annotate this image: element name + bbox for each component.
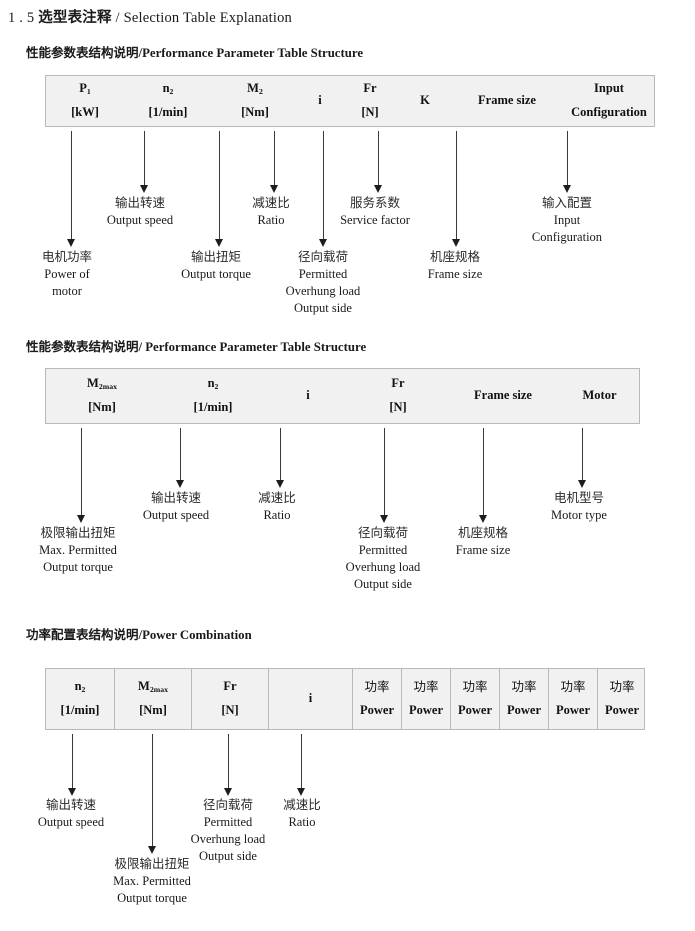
arrow-to-motor-type <box>578 428 587 488</box>
table-column-power-6: 功率 Power <box>597 669 646 729</box>
section-number: 1 . 5 <box>8 10 35 26</box>
annotation-output-speed: 输出转速 Output speed <box>142 490 210 522</box>
table-column-i: i <box>268 669 352 729</box>
table-column-fr: Fr [N] <box>191 669 268 729</box>
arrow-to-frame-size <box>479 428 488 523</box>
arrow-to-max-permitted-output-torque <box>77 428 86 523</box>
table-column-input-configuration: Input Configuration <box>571 81 647 119</box>
page-title-separator: / <box>115 10 120 26</box>
table-column-motor: Motor <box>582 388 617 403</box>
arrow-to-power-of-motor <box>67 131 76 247</box>
performance-parameter-table-1: P1 [kW] n2 [1/min] M2 [Nm] i Fr [N] K Fr… <box>45 75 655 127</box>
section-heading-cn: 功率配置表结构说明 <box>26 627 139 642</box>
section-heading-cn: 性能参数表结构说明 <box>26 45 139 60</box>
annotation-output-torque: 输出扭矩 Output torque <box>181 249 251 281</box>
arrow-to-permitted-overhung-load <box>319 131 328 247</box>
section-heading-sep: / <box>138 628 143 642</box>
arrow-to-service-factor <box>374 131 383 193</box>
table-column-frame-size: Frame size <box>478 93 536 108</box>
section-heading-sep: / <box>138 46 143 60</box>
table-column-power-1: 功率 Power <box>352 669 401 729</box>
arrow-to-ratio <box>276 428 285 488</box>
table-column-k: K <box>420 93 430 108</box>
arrow-to-ratio <box>270 131 279 193</box>
section-heading-en: Performance Parameter Table Structure <box>145 340 367 354</box>
annotation-ratio: 减速比 Ratio <box>258 490 296 522</box>
annotation-permitted-overhung-load: 径向载荷 Permitted Overhung load Output side <box>345 525 421 591</box>
annotation-permitted-overhung-load: 径向载荷 Permitted Overhung load Output side <box>190 797 266 863</box>
arrow-to-output-speed <box>68 734 77 796</box>
annotation-frame-size: 机座规格 Frame size <box>427 249 483 281</box>
section-heading-en: Performance Parameter Table Structure <box>142 46 363 60</box>
table-column-n2: n2 [1/min] <box>193 376 233 414</box>
arrow-to-output-speed <box>140 131 149 193</box>
arrow-to-output-torque <box>215 131 224 247</box>
section-heading-cn: 性能参数表结构说明 <box>26 339 139 354</box>
annotation-max-permitted-output-torque: 极限输出扭矩 Max. Permitted Output torque <box>113 856 191 905</box>
table-column-n2: n2 [1/min] <box>60 679 100 717</box>
table-column-frame-size: Frame size <box>474 388 532 403</box>
table-column-i: i <box>306 388 310 403</box>
annotation-ratio: 减速比 Ratio <box>252 195 290 227</box>
table-column-m2max: M2max [Nm] <box>114 669 191 729</box>
page-title-cn: 选型表注释 <box>38 10 112 26</box>
arrow-to-ratio <box>297 734 306 796</box>
performance-parameter-table-2: M2max [Nm] n2 [1/min] i Fr [N] Frame siz… <box>45 368 640 424</box>
table-column-power-4: 功率 Power <box>499 669 548 729</box>
section-heading-en: Power Combination <box>142 628 252 642</box>
annotation-output-speed: 输出转速 Output speed <box>37 797 105 829</box>
page-title-en: Selection Table Explanation <box>123 10 292 26</box>
table-column-power-5: 功率 Power <box>548 669 597 729</box>
arrow-to-permitted-overhung-load <box>380 428 389 523</box>
arrow-to-max-permitted-output-torque <box>148 734 157 854</box>
annotation-input-configuration: 输入配置 Input Configuration <box>531 195 603 244</box>
table-column-m2max: M2max [Nm] <box>87 376 117 414</box>
arrow-to-input-configuration <box>563 131 572 193</box>
annotation-power-of-motor: 电机功率 Power of motor <box>41 249 92 298</box>
section-heading-power-combination: 功率配置表结构说明/Power Combination <box>26 624 252 643</box>
section-heading-sep: / <box>138 340 143 354</box>
table-column-power-2: 功率 Power <box>401 669 450 729</box>
table-column-fr: Fr [N] <box>389 376 407 414</box>
power-combination-table: n2 [1/min] M2max [Nm] Fr [N] i 功率 Power … <box>45 668 645 730</box>
section-heading-performance-2: 性能参数表结构说明/ Performance Parameter Table S… <box>26 336 366 355</box>
arrow-to-permitted-overhung-load <box>224 734 233 796</box>
table-column-p1: P1 [kW] <box>71 81 99 119</box>
annotation-permitted-overhung-load: 径向载荷 Permitted Overhung load Output side <box>285 249 361 315</box>
annotation-max-permitted-output-torque: 极限输出扭矩 Max. Permitted Output torque <box>39 525 117 574</box>
annotation-ratio: 减速比 Ratio <box>283 797 321 829</box>
table-column-power-3: 功率 Power <box>450 669 499 729</box>
annotation-frame-size: 机座规格 Frame size <box>455 525 511 557</box>
table-column-n2: n2 [1/min] <box>148 81 188 119</box>
arrow-to-frame-size <box>452 131 461 247</box>
table-column-m2: M2 [Nm] <box>241 81 269 119</box>
annotation-output-speed: 输出转速 Output speed <box>106 195 174 227</box>
annotation-service-factor: 服务系数 Service factor <box>340 195 410 227</box>
table-column-i: i <box>318 93 322 108</box>
annotation-motor-type: 电机型号 Motor type <box>551 490 607 522</box>
section-heading-performance-1: 性能参数表结构说明/Performance Parameter Table St… <box>26 42 363 61</box>
page-title: 1 . 5 选型表注释 / Selection Table Explanatio… <box>8 6 292 27</box>
table-column-fr: Fr [N] <box>361 81 379 119</box>
arrow-to-output-speed <box>176 428 185 488</box>
